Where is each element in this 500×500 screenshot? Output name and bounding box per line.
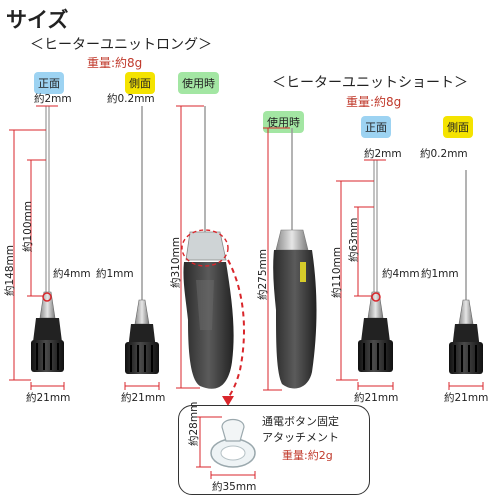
long-inuse-badge: 使用時 — [178, 72, 219, 94]
long-front-unit — [31, 106, 64, 372]
short-front-base-dim: 約21mm — [354, 392, 399, 404]
long-side-tip-dim: 約0.2mm — [107, 93, 155, 105]
short-needle-length-dim: 約63mm — [348, 217, 360, 262]
short-side-base-dim: 約21mm — [444, 392, 489, 404]
long-side-base-dim: 約21mm — [121, 392, 166, 404]
page-title: サイズ — [6, 8, 69, 32]
long-total-length-dim: 約148mm — [4, 245, 16, 296]
attachment-width-dim: 約35mm — [212, 481, 257, 493]
long-side-neck-dim: 約1mm — [96, 268, 134, 280]
short-front-neck-dim: 約4mm — [382, 268, 420, 280]
attachment-name-line1: 通電ボタン固定 — [262, 415, 339, 428]
short-unit-weight: 重量:約8g — [346, 95, 402, 109]
long-front-neck-dim: 約4mm — [53, 268, 91, 280]
short-side-neck-dim: 約1mm — [421, 268, 459, 280]
long-side-unit — [125, 106, 159, 374]
long-front-tip-dim: 約2mm — [34, 93, 72, 105]
attachment-weight: 重量:約2g — [282, 449, 333, 462]
short-inuse-unit — [273, 128, 317, 389]
attachment-panel — [178, 405, 370, 495]
long-inuse-unit — [181, 106, 234, 389]
long-inuse-length-dim: 約310mm — [170, 237, 182, 288]
long-front-badge: 正面 — [34, 72, 64, 94]
long-side-badge: 側面 — [125, 72, 155, 94]
short-side-unit — [449, 170, 483, 374]
long-needle-length-dim: 約100mm — [22, 201, 34, 252]
attachment-height-dim: 約28mm — [188, 401, 200, 446]
short-side-badge: 側面 — [443, 116, 473, 138]
attachment-illustration — [196, 416, 256, 479]
short-front-badge: 正面 — [361, 116, 391, 138]
long-front-base-dim: 約21mm — [26, 392, 71, 404]
short-total-length-dim: 約110mm — [331, 247, 343, 298]
long-unit-header: ＜ヒーターユニットロング＞ — [30, 37, 212, 53]
long-unit-weight: 重量:約8g — [87, 56, 143, 70]
short-front-tip-dim: 約2mm — [364, 148, 402, 160]
attachment-name-line2: アタッチメント — [262, 431, 339, 444]
short-unit-header: ＜ヒーターユニットショート＞ — [272, 75, 468, 91]
short-front-unit — [358, 160, 393, 372]
short-side-tip-dim: 約0.2mm — [420, 148, 468, 160]
short-inuse-length-dim: 約275mm — [257, 249, 269, 300]
